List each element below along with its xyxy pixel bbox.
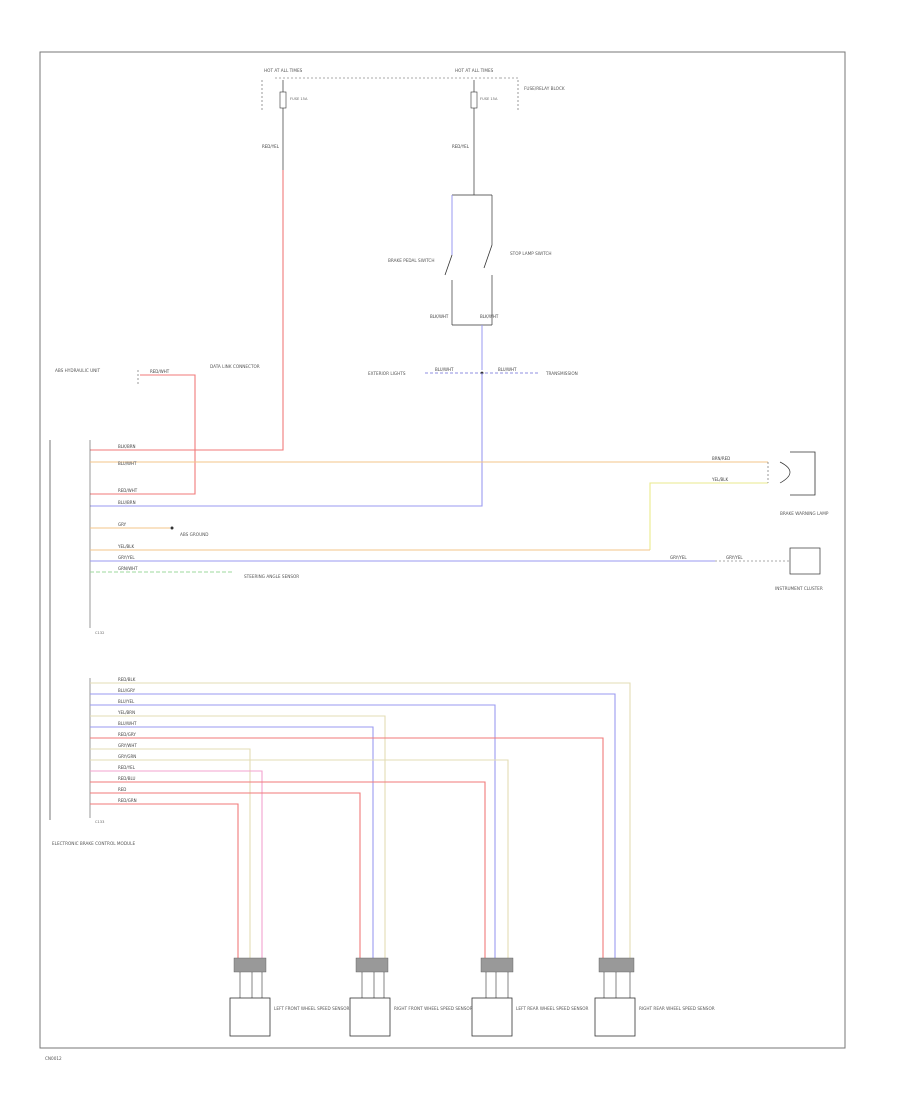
sensor-plugs [233,957,635,973]
wire-yellow-right [649,482,768,550]
lower-wire-rows: RED/BLK BLU/GRY BLU/YEL YEL/BRN BLU/WHT … [90,677,631,960]
upper-row-label-2: RED/WHT [118,488,138,493]
steering-angle-sensor-label: STEERING ANGLE SENSOR [244,574,299,579]
bus-wire-label-left: BLU/WHT [435,367,454,372]
instrument-cluster-label: INSTRUMENT CLUSTER [775,586,823,591]
lower-row-label-2: BLU/YEL [118,699,135,704]
upper-row-label-3: BLU/BRN [118,500,136,505]
left-fuse-icon [279,91,287,109]
connector-c133-label: C133 [95,820,104,824]
wheel-speed-sensors: LEFT FRONT WHEEL SPEED SENSOR RIGHT FRON… [229,997,715,1037]
right-top-wire-label: RED/YEL [452,144,470,149]
right-mid-wire-label: YEL/BLK [711,477,729,482]
right-fuse-icon [470,91,478,109]
sensor-label-rr: RIGHT REAR WHEEL SPEED SENSOR [639,1006,715,1011]
wire-red-rf3 [90,792,361,960]
stop-lamp-switch-contact [483,244,493,269]
wire-blue-rr2 [90,693,616,960]
upper-wire-rows: BRN/RED YEL/BLK ABS GROUND GRY/YEL GRY/Y… [90,444,790,579]
left-fuse-label: FUSE 15A [290,97,308,101]
plug-lr [480,957,514,973]
sensor-box-rr [594,997,636,1037]
abs-hydraulic-unit-label: ABS HYDRAULIC UNIT [55,368,101,373]
sensor-box-lr [471,997,513,1037]
connector-c132-label: C132 [95,631,104,635]
brake-pedal-switch-contact [444,254,453,276]
ground-point [170,526,174,530]
data-link-connector-label: DATA LINK CONNECTOR [210,364,260,369]
upper-row-label-4: GRY [118,522,127,527]
wire-tan-lf1 [90,748,251,960]
wire-red-lf3 [90,803,239,960]
brake-warning-lamp-coil [779,461,791,484]
lower-row-label-11: RED/GRN [118,798,137,803]
lower-row-label-7: GRY/GRN [118,754,136,759]
bus-wire-label-right: BLU/WHT [498,367,517,372]
plug-rr [598,957,635,973]
bus-right-label: TRANSMISSION [545,371,578,376]
left-top-wire-label: RED/YEL [262,144,280,149]
brake-pedal-switch-label: BRAKE PEDAL SWITCH [388,258,434,263]
hot-at-all-times-left: HOT AT ALL TIMES [264,68,303,73]
sensor-label-lr: LEFT REAR WHEEL SPEED SENSOR [516,1006,589,1011]
sensor-box-rf [349,997,391,1037]
switch-left-wire-label: BLK/WHT [430,314,449,319]
wire-blue-rf2 [90,726,374,960]
lower-row-label-10: RED [118,787,126,792]
right-fuse-label: FUSE 15A [480,97,498,101]
instrument-cluster-box [789,547,821,575]
lower-row-label-4: BLU/WHT [118,721,137,726]
lower-row-label-0: RED/BLK [118,677,136,682]
upper-row-label-0: BLK/BRN [118,444,135,449]
plug-to-sensor-leads [239,972,631,998]
data-link-wire-label: RED/WHT [150,369,170,374]
canl-wire-label-left: GRY/YEL [670,555,687,560]
sensor-label-lf: LEFT FRONT WHEEL SPEED SENSOR [274,1006,350,1011]
wire-tan-rr1 [90,682,631,960]
hot-at-all-times-right: HOT AT ALL TIMES [455,68,494,73]
upper-row-label-6: GRY/YEL [118,555,135,560]
brake-warning-lamp-icon [790,451,816,496]
wire-pink-lf2 [90,770,263,960]
lower-row-label-1: BLU/GRY [118,688,136,693]
wire-red-rr3 [90,737,604,960]
upper-row-label-7: GRN/WHT [118,566,138,571]
lower-row-label-9: RED/BLU [118,776,136,781]
module-label: ELECTRONIC BRAKE CONTROL MODULE [52,841,135,846]
bus-left-label: EXTERIOR LIGHTS [368,371,406,376]
lower-row-label-5: RED/GRY [118,732,136,737]
wire-red-lr3 [90,781,486,960]
stop-lamp-switch-label: STOP LAMP SWITCH [510,251,552,256]
sensor-box-lf [229,997,271,1037]
upper-row-label-5: YEL/BLK [117,544,135,549]
lower-row-label-6: GRY/WHT [118,743,137,748]
plug-lf [233,957,267,973]
upper-row-label-1: BLU/WHT [118,461,137,466]
fuse-block-label: FUSE/RELAY BLOCK [524,86,565,91]
abs-ground-label: ABS GROUND [180,532,209,537]
footer-code: CN0012 [45,1056,62,1061]
wire-blue-lr1 [90,704,496,960]
wire-blue-brake-switch [90,373,483,507]
plug-rf [355,957,389,973]
lower-row-label-8: RED/YEL [118,765,136,770]
wire-tan-rf1 [90,715,386,960]
wire-tan-lr2 [90,759,509,960]
brake-warning-lamp-label: BRAKE WARNING LAMP [780,511,829,516]
canl-wire-label-right: GRY/YEL [726,555,743,560]
switch-right-wire-label: BLK/WHT [480,314,499,319]
right-upper-wire-label: BRN/RED [712,456,730,461]
sensor-label-rf: RIGHT FRONT WHEEL SPEED SENSOR [394,1006,473,1011]
wire-red-feed [90,170,284,451]
wire-red-white-data-link [90,374,196,495]
diagram-frame [39,51,846,1049]
lower-row-label-3: YEL/BRN [117,710,135,715]
